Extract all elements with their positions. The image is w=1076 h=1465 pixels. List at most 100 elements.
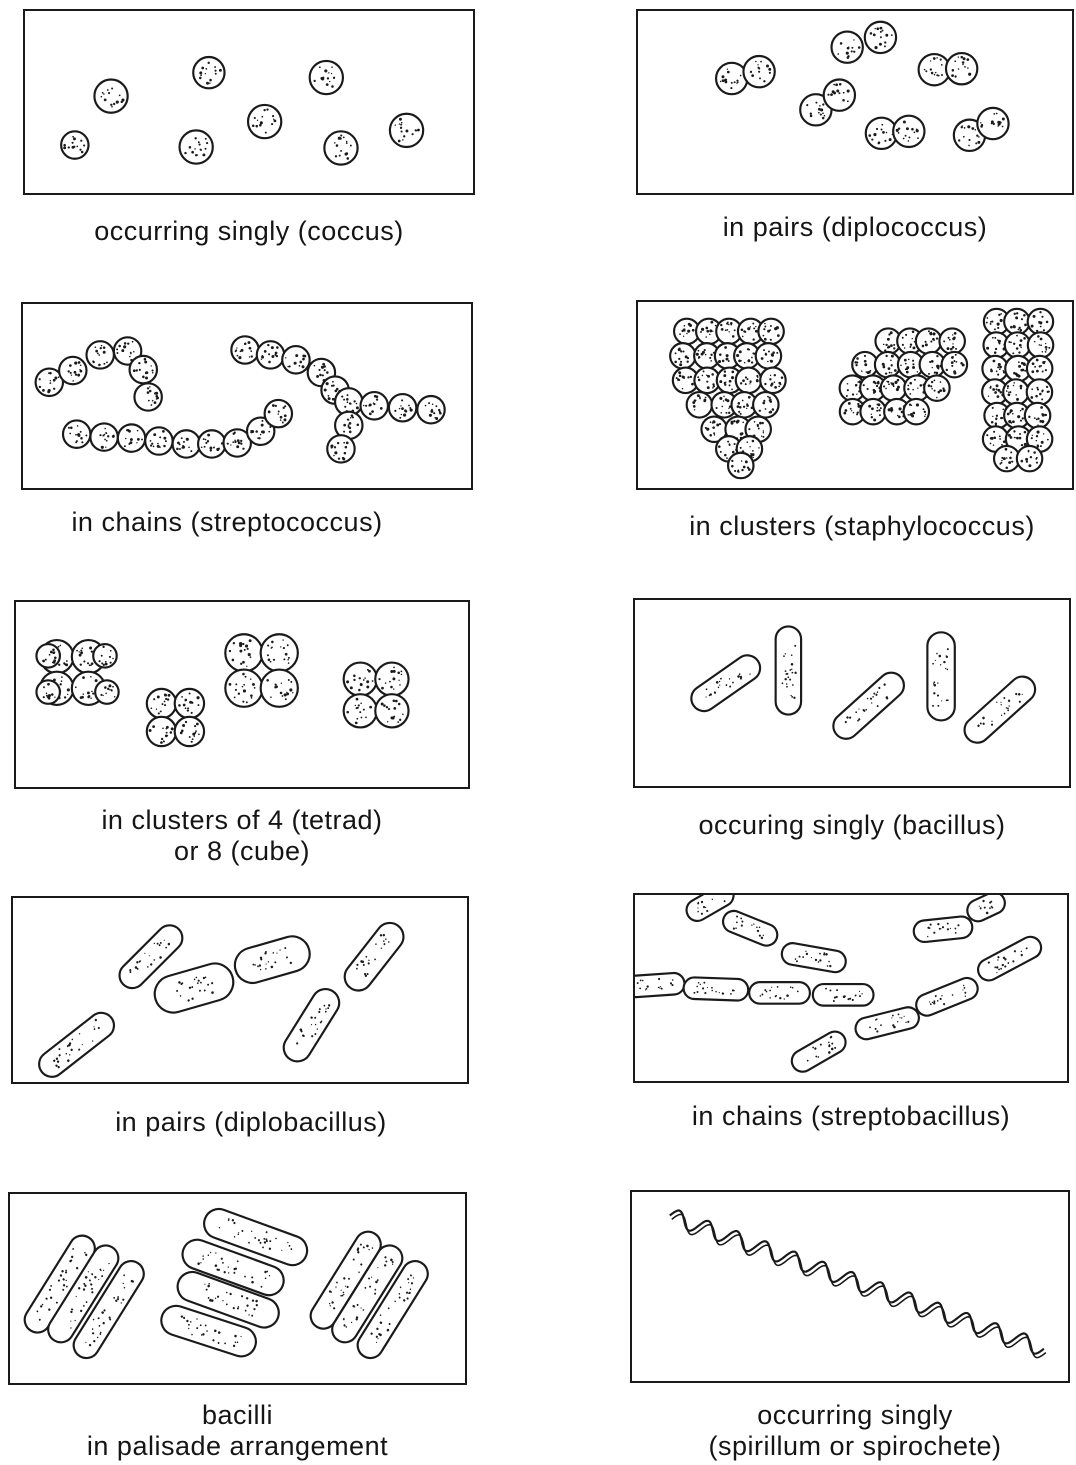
cell-stipple bbox=[275, 405, 277, 407]
cell-stipple bbox=[191, 712, 193, 714]
cell-stipple bbox=[873, 381, 876, 384]
cell-stipple bbox=[994, 351, 997, 354]
cell-stipple bbox=[342, 457, 344, 459]
cell-stipple bbox=[107, 89, 109, 91]
cell-stipple bbox=[81, 441, 83, 443]
cell-stipple bbox=[334, 451, 337, 454]
cell-stipple bbox=[730, 322, 733, 325]
cell-stipple bbox=[820, 113, 822, 115]
cell-stipple bbox=[287, 644, 289, 646]
cell-stipple bbox=[165, 440, 167, 442]
cell-stipple bbox=[1030, 396, 1033, 399]
cell-stipple bbox=[692, 329, 695, 332]
cell-stipple bbox=[699, 398, 701, 400]
cell-stipple bbox=[848, 402, 851, 405]
coccus-cell bbox=[180, 130, 213, 163]
cell-stipple bbox=[121, 101, 123, 103]
cell-stipple bbox=[1045, 351, 1047, 353]
bacillus-cell bbox=[828, 667, 909, 744]
cell-stipple bbox=[1025, 458, 1028, 461]
cell-stipple bbox=[818, 108, 821, 111]
cell-stipple bbox=[369, 403, 372, 406]
cell-stipple bbox=[705, 336, 707, 338]
cell-stipple bbox=[49, 382, 51, 384]
cell-stipple bbox=[333, 455, 335, 457]
cell-stipple bbox=[259, 124, 262, 127]
cell-stipple bbox=[745, 376, 747, 378]
cell-stipple bbox=[197, 704, 199, 706]
cell-stipple bbox=[234, 441, 236, 443]
cell-stipple bbox=[696, 353, 699, 356]
streptobacillus-cell bbox=[635, 972, 685, 998]
cell-stipple bbox=[257, 120, 258, 121]
cell-stipple bbox=[683, 336, 684, 337]
cell-stipple bbox=[233, 642, 235, 644]
cell-stipple bbox=[157, 443, 159, 445]
cell-stipple bbox=[679, 374, 682, 377]
cell-stipple bbox=[242, 686, 244, 688]
cell-stipple bbox=[250, 430, 252, 432]
cell-stipple bbox=[883, 366, 886, 369]
cell-stipple bbox=[281, 683, 282, 684]
cell-stipple bbox=[1006, 457, 1008, 459]
cell-stipple bbox=[326, 382, 329, 385]
cell-stipple bbox=[1015, 373, 1018, 376]
cell-stipple bbox=[101, 446, 104, 449]
cell-stipple bbox=[880, 407, 882, 409]
cell-stipple bbox=[70, 427, 73, 430]
cell-stipple bbox=[994, 391, 997, 394]
cell-stipple bbox=[1028, 465, 1029, 466]
cell-stipple bbox=[80, 431, 82, 433]
cell-stipple bbox=[343, 137, 345, 139]
cell-stipple bbox=[1048, 347, 1050, 349]
cell-stipple bbox=[769, 378, 771, 380]
cell-stipple bbox=[1047, 439, 1049, 441]
cell-stipple bbox=[758, 447, 760, 449]
cell-stipple bbox=[1040, 338, 1043, 341]
cell-stipple bbox=[285, 653, 288, 656]
cell-stipple bbox=[47, 696, 49, 698]
cell-stipple bbox=[980, 125, 983, 128]
bacillus-cell bbox=[959, 671, 1040, 748]
cell-stipple bbox=[284, 414, 287, 417]
cell-stipple bbox=[149, 390, 152, 393]
cell-stipple bbox=[397, 721, 399, 723]
cell-stipple bbox=[997, 323, 1000, 326]
cell-stipple bbox=[1046, 386, 1048, 388]
cell-stipple bbox=[774, 327, 777, 330]
cell-stipple bbox=[967, 67, 969, 69]
cell-stipple bbox=[1026, 461, 1028, 463]
cell-stipple bbox=[731, 422, 734, 425]
cell-stipple bbox=[776, 352, 778, 354]
cell-stipple bbox=[314, 365, 316, 367]
cell-stipple bbox=[827, 94, 829, 96]
cell-stipple bbox=[840, 42, 843, 45]
cell-stipple bbox=[350, 145, 352, 147]
cell-stipple bbox=[922, 345, 925, 348]
cell-stipple bbox=[714, 434, 716, 436]
cell-stipple bbox=[104, 428, 106, 430]
cell-stipple bbox=[687, 376, 689, 378]
cell-stipple bbox=[1013, 430, 1015, 432]
cell-stipple bbox=[162, 430, 165, 433]
cell-stipple bbox=[268, 361, 271, 364]
cell-stipple bbox=[244, 342, 247, 345]
streptobacillus-cell bbox=[974, 933, 1045, 984]
cell-stipple bbox=[1019, 329, 1022, 332]
cell-stipple bbox=[1015, 437, 1016, 438]
cell-stipple bbox=[1024, 324, 1027, 327]
cell-stipple bbox=[742, 400, 744, 402]
cell-stipple bbox=[218, 447, 220, 449]
cell-stipple bbox=[1041, 316, 1043, 318]
cell-stipple bbox=[336, 144, 339, 147]
cell-stipple bbox=[1008, 434, 1011, 437]
cell-stipple bbox=[725, 412, 727, 414]
cell-stipple bbox=[737, 405, 740, 408]
cell-stipple bbox=[997, 327, 999, 329]
cell-stipple bbox=[245, 644, 248, 647]
cell-stipple bbox=[78, 361, 81, 364]
cell-stipple bbox=[764, 325, 766, 327]
cell-stipple bbox=[205, 73, 206, 74]
cell-stipple bbox=[1001, 457, 1003, 459]
cell-stipple bbox=[343, 431, 345, 433]
